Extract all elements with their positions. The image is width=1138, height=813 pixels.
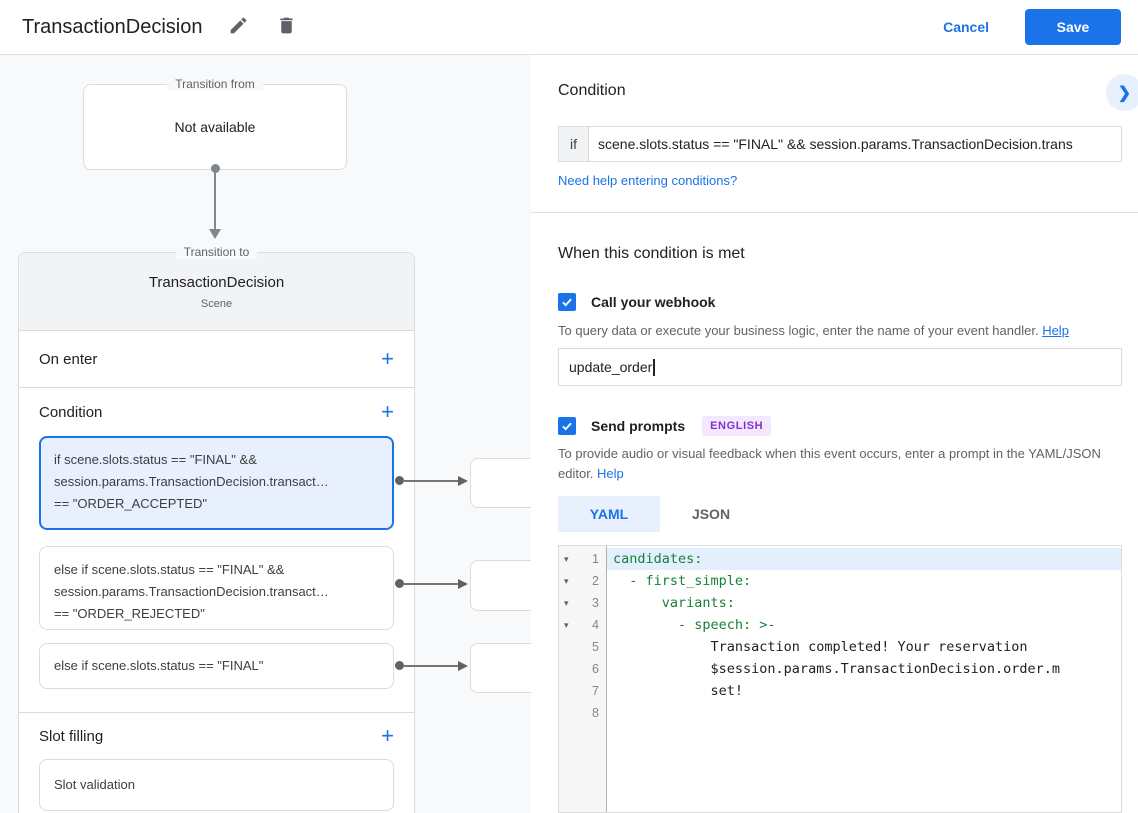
connector-line — [403, 480, 459, 482]
slot-validation-card[interactable]: Slot validation — [39, 759, 394, 811]
trash-icon — [280, 17, 293, 34]
webhook-help-link[interactable]: Help — [1042, 323, 1069, 338]
condition-card-rejected[interactable]: else if scene.slots.status == "FINAL" &&… — [39, 546, 394, 630]
condition-section-label: Condition — [39, 403, 103, 421]
editor-line: ▾2 - first_simple: — [559, 570, 1121, 592]
condition-line: session.params.TransactionDecision.trans… — [54, 584, 329, 599]
divider — [531, 212, 1138, 213]
editor-line: 5 Transaction completed! Your reservatio… — [592, 639, 1028, 655]
arrow-down-icon — [209, 229, 221, 239]
transition-target-box[interactable] — [470, 560, 531, 611]
transition-target-box[interactable] — [470, 458, 531, 508]
editor-line: 7 set! — [592, 683, 744, 699]
arrow-right-icon — [458, 476, 468, 486]
connector-line — [214, 170, 216, 230]
tab-json[interactable]: JSON — [660, 496, 762, 532]
slot-filling-label: Slot filling — [39, 727, 104, 745]
transition-to-label: Transition to — [175, 245, 258, 259]
if-prefix: if — [558, 126, 588, 162]
editor-line: ▾3 variants: — [559, 592, 1121, 614]
editor-tabs: YAML JSON — [558, 496, 762, 532]
fold-arrow-icon[interactable]: ▾ — [564, 597, 569, 608]
fold-arrow-icon[interactable]: ▾ — [564, 575, 569, 586]
condition-expression-row: if scene.slots.status == "FINAL" && sess… — [558, 126, 1122, 162]
tab-yaml[interactable]: YAML — [558, 496, 660, 532]
send-prompts-label: Send prompts — [591, 418, 686, 434]
editor-gutter — [559, 546, 607, 812]
when-condition-met-title: When this condition is met — [558, 245, 745, 262]
send-prompts-check-row: Send prompts ENGLISH — [558, 416, 772, 436]
fold-arrow-icon[interactable]: ▾ — [564, 619, 569, 630]
editor-line: 8 — [592, 706, 599, 720]
condition-expression-input[interactable]: scene.slots.status == "FINAL" && session… — [588, 126, 1122, 162]
connector-dot — [211, 164, 220, 173]
webhook-label: Call your webhook — [591, 294, 716, 310]
divider — [19, 712, 414, 713]
language-badge: ENGLISH — [702, 416, 772, 436]
collapse-panel-button[interactable]: ❯ — [1106, 74, 1138, 111]
edit-button[interactable] — [226, 15, 250, 39]
condition-section-header: Condition + — [19, 388, 414, 436]
pencil-icon — [230, 17, 247, 34]
arrow-right-icon — [458, 579, 468, 589]
on-enter-label: On enter — [39, 350, 98, 368]
condition-line: else if scene.slots.status == "FINAL" — [54, 658, 264, 673]
condition-line: == "ORDER_ACCEPTED" — [54, 496, 207, 511]
prompts-description: To provide audio or visual feedback when… — [558, 446, 1101, 481]
editor-line: ▾4 - speech: >- — [559, 614, 1121, 636]
transition-from-value: Not available — [174, 119, 256, 135]
text-cursor — [653, 358, 655, 376]
slot-filling-section-header: Slot filling + — [19, 713, 414, 759]
condition-detail-panel: Condition ❯ if scene.slots.status == "FI… — [531, 55, 1138, 813]
transition-from-label: Transition from — [167, 77, 263, 91]
fold-arrow-icon[interactable]: ▾ — [564, 553, 569, 564]
scene-diagram-panel: Transition from Not available Transition… — [0, 55, 531, 813]
transition-to-box: Transition to TransactionDecision Scene … — [18, 245, 415, 813]
condition-line: if scene.slots.status == "FINAL" && — [54, 452, 257, 467]
on-enter-section: On enter + — [19, 331, 414, 388]
editor-line: ▾1 candidates: — [559, 548, 1121, 570]
arrow-right-icon — [458, 661, 468, 671]
add-condition-button[interactable]: + — [381, 399, 394, 424]
send-prompts-checkbox[interactable] — [558, 417, 576, 435]
chevron-right-icon: ❯ — [1117, 84, 1132, 102]
editor-line: 6 $session.params.TransactionDecision.or… — [592, 661, 1061, 677]
webhook-checkbox[interactable] — [558, 293, 576, 311]
conditions-help-link[interactable]: Need help entering conditions? — [558, 173, 738, 188]
panel-title: Condition — [558, 82, 626, 99]
condition-line: == "ORDER_REJECTED" — [54, 606, 205, 621]
connector-line — [403, 583, 459, 585]
prompts-help-link[interactable]: Help — [597, 466, 624, 481]
webhook-description: To query data or execute your business l… — [558, 323, 1069, 338]
add-on-enter-button[interactable]: + — [381, 346, 394, 371]
webhook-check-row: Call your webhook — [558, 293, 715, 311]
transition-from-box: Transition from Not available — [83, 77, 347, 170]
connector-dot — [395, 661, 404, 670]
condition-line: else if scene.slots.status == "FINAL" && — [54, 562, 285, 577]
transition-target-box[interactable] — [470, 643, 531, 693]
connector-dot — [395, 579, 404, 588]
add-slot-button[interactable]: + — [381, 723, 394, 748]
cancel-button[interactable]: Cancel — [943, 19, 989, 35]
condition-card-accepted[interactable]: if scene.slots.status == "FINAL" && sess… — [39, 436, 394, 530]
save-button[interactable]: Save — [1025, 9, 1121, 45]
scene-type: Scene — [200, 298, 233, 310]
connector-line — [403, 665, 459, 667]
condition-card-final[interactable]: else if scene.slots.status == "FINAL" — [39, 643, 394, 689]
top-bar: TransactionDecision Cancel Save — [0, 0, 1138, 55]
check-icon — [562, 422, 572, 431]
check-icon — [562, 298, 572, 307]
yaml-editor[interactable]: ▾1 candidates: ▾2 - first_simple: ▾3 var… — [558, 545, 1122, 813]
scene-header[interactable]: TransactionDecision Scene — [19, 253, 414, 331]
delete-button[interactable] — [274, 15, 298, 39]
condition-line: session.params.TransactionDecision.trans… — [54, 474, 329, 489]
event-handler-input[interactable]: update_order — [558, 348, 1122, 386]
connector-dot — [395, 476, 404, 485]
page-title: TransactionDecision — [22, 15, 203, 38]
scene-name: TransactionDecision — [148, 274, 285, 291]
